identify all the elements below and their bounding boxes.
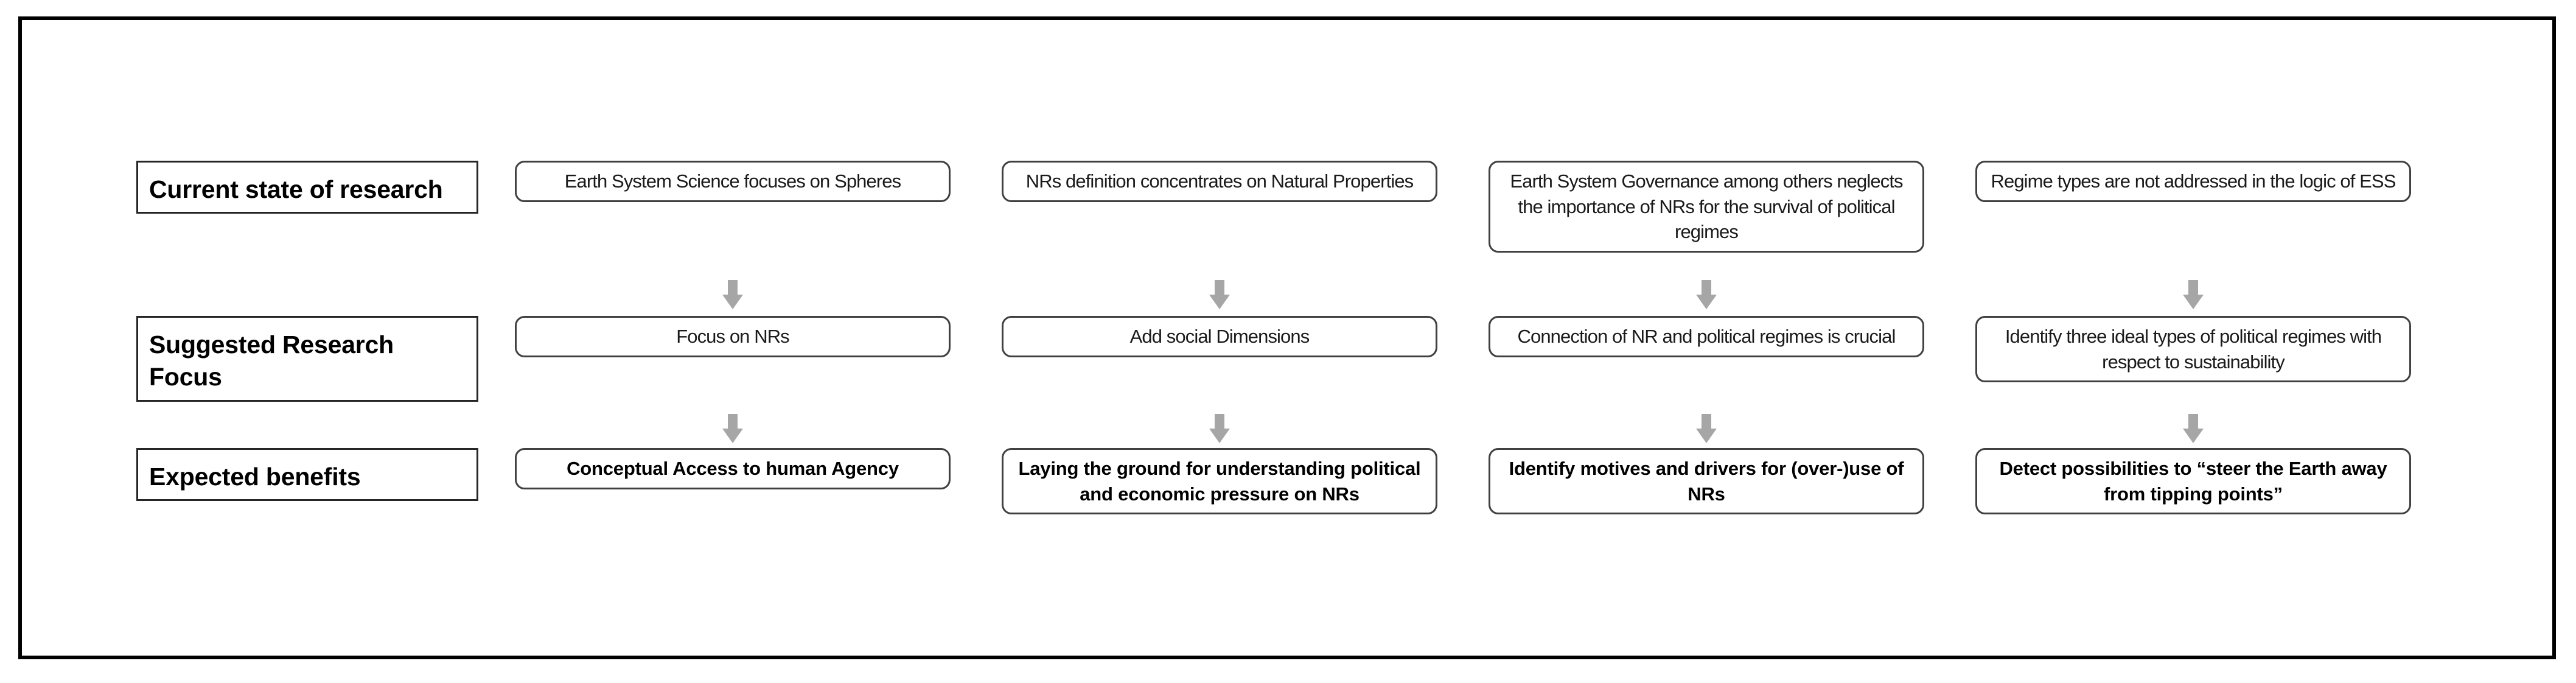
- cell-r3c4: Detect possibilities to “steer the Earth…: [1975, 448, 2411, 515]
- cell-r1c2: NRs definition concentrates on Natural P…: [1002, 161, 1437, 202]
- matrix-row-suggested-focus: Suggested Research Focus Focus on NRs Ad…: [136, 316, 2411, 426]
- row-label-text: Suggested Research Focus: [149, 331, 394, 391]
- arrow-head: [2183, 295, 2204, 309]
- figure-outer-frame: Current state of research Earth System S…: [18, 16, 2556, 659]
- cell-r1c3-text: Earth System Governance among others neg…: [1510, 170, 1903, 243]
- row-label-expected-benefits: Expected benefits: [136, 448, 478, 502]
- arrow-down-icon: [1209, 414, 1230, 443]
- arrow-shaft: [2188, 414, 2198, 430]
- cell-r1c2-text: NRs definition concentrates on Natural P…: [1025, 170, 1414, 192]
- arrow-head: [722, 295, 743, 309]
- arrow-shaft: [728, 280, 738, 296]
- cell-r3c3-text: Identify motives and drivers for (over-)…: [1509, 458, 1904, 505]
- matrix-row-current-state: Current state of research Earth System S…: [136, 161, 2411, 271]
- cell-r2c4: Identify three ideal types of political …: [1975, 316, 2411, 383]
- cell-r1c4-text: Regime types are not addressed in the lo…: [1991, 170, 2396, 192]
- arrow-down-icon: [722, 414, 743, 443]
- arrow-shaft: [1702, 280, 1711, 296]
- row-label-suggested-focus: Suggested Research Focus: [136, 316, 478, 402]
- cell-r2c3: Connection of NR and political regimes i…: [1489, 316, 1924, 357]
- arrow-shaft: [728, 414, 738, 430]
- cell-r1c1-text: Earth System Science focuses on Spheres: [564, 170, 901, 192]
- arrow-head: [1696, 295, 1717, 309]
- cell-r2c2: Add social Dimensions: [1002, 316, 1437, 357]
- cell-r2c2-text: Add social Dimensions: [1129, 326, 1310, 347]
- cell-r3c1-text: Conceptual Access to human Agency: [567, 458, 899, 479]
- arrow-head: [1209, 429, 1230, 443]
- arrow-head: [722, 429, 743, 443]
- cell-r1c3: Earth System Governance among others neg…: [1489, 161, 1924, 253]
- cell-r3c2-text: Laying the ground for understanding poli…: [1018, 458, 1421, 505]
- arrow-head: [1209, 295, 1230, 309]
- cell-r2c4-text: Identify three ideal types of political …: [2005, 326, 2382, 373]
- arrow-down-icon: [1696, 414, 1717, 443]
- cell-r3c3: Identify motives and drivers for (over-)…: [1489, 448, 1924, 515]
- arrow-down-icon: [2183, 280, 2204, 309]
- row-label-text: Current state of research: [149, 175, 443, 203]
- row-label-current-state: Current state of research: [136, 161, 478, 214]
- arrow-down-icon: [722, 280, 743, 309]
- arrow-down-icon: [1209, 280, 1230, 309]
- cell-r2c1-text: Focus on NRs: [676, 326, 790, 347]
- cell-r1c4: Regime types are not addressed in the lo…: [1975, 161, 2411, 202]
- cell-r2c1: Focus on NRs: [515, 316, 951, 357]
- arrow-head: [2183, 429, 2204, 443]
- arrow-down-icon: [1696, 280, 1717, 309]
- arrow-shaft: [2188, 280, 2198, 296]
- arrow-shaft: [1215, 414, 1224, 430]
- cell-r1c1: Earth System Science focuses on Spheres: [515, 161, 951, 202]
- cell-r2c3-text: Connection of NR and political regimes i…: [1517, 326, 1896, 347]
- research-matrix: Current state of research Earth System S…: [136, 161, 2411, 567]
- matrix-row-expected-benefits: Expected benefits Conceptual Access to h…: [136, 448, 2411, 567]
- arrow-down-icon: [2183, 414, 2204, 443]
- cell-r3c1: Conceptual Access to human Agency: [515, 448, 951, 489]
- row-label-text: Expected benefits: [149, 463, 361, 491]
- arrow-head: [1696, 429, 1717, 443]
- cell-r3c2: Laying the ground for understanding poli…: [1002, 448, 1437, 515]
- arrow-shaft: [1215, 280, 1224, 296]
- cell-r3c4-text: Detect possibilities to “steer the Earth…: [1999, 458, 2387, 505]
- arrow-shaft: [1702, 414, 1711, 430]
